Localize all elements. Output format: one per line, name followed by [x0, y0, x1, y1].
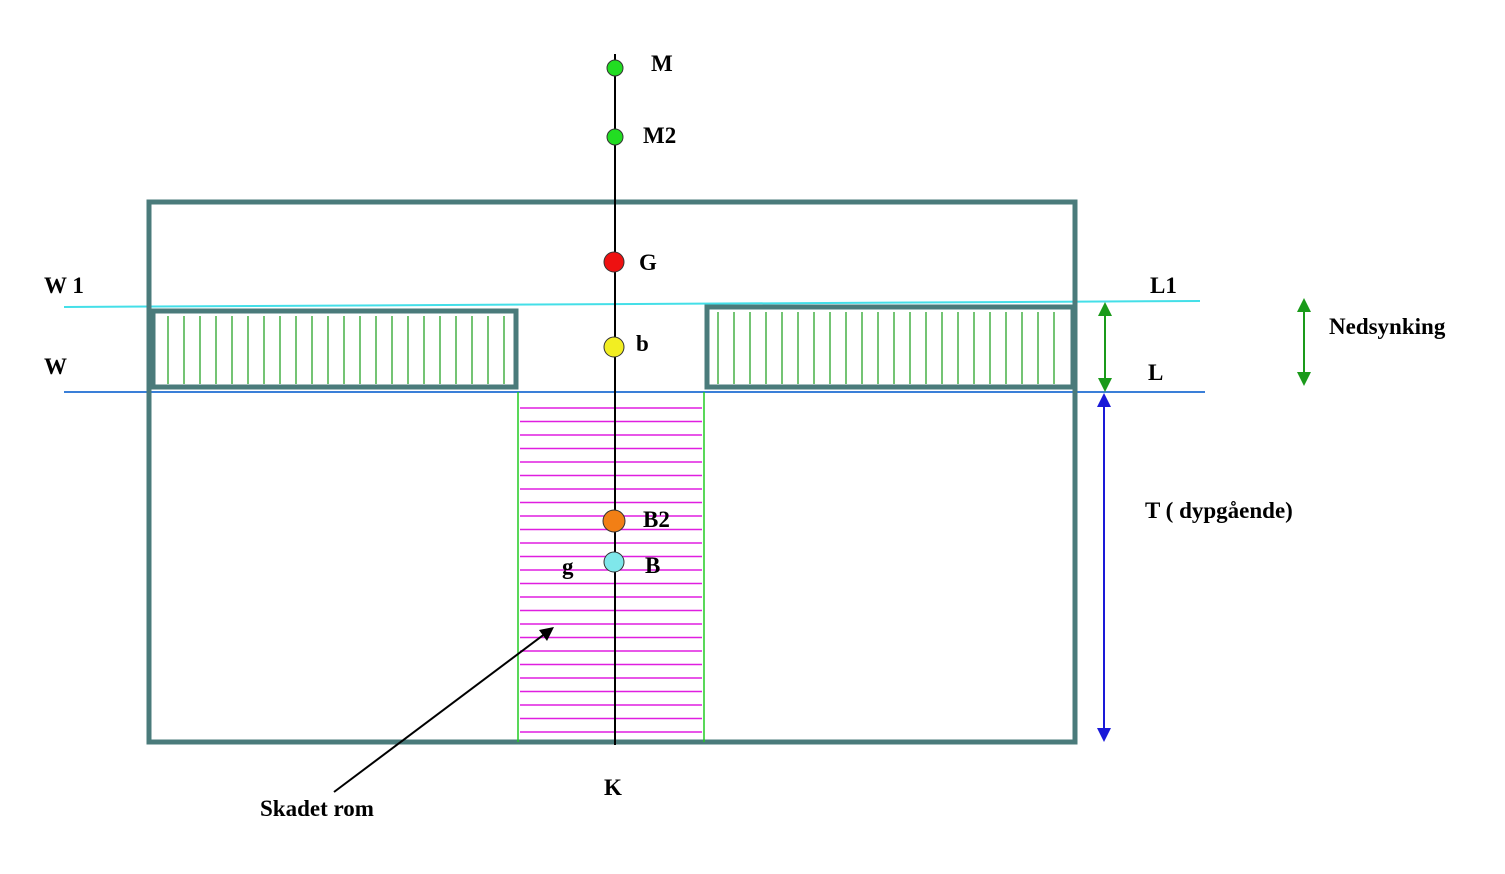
label-k: K: [604, 775, 622, 800]
point-b2: [602, 509, 626, 533]
point-b: [603, 551, 625, 573]
legend-sinkage-arrow: [1297, 298, 1311, 386]
point-m: [606, 59, 624, 77]
label-damaged-compartment: Skadet rom: [260, 796, 374, 821]
damaged-compartment-hatching: [520, 407, 702, 733]
sinkage-arrow: [1098, 302, 1112, 392]
hull-outline: [146, 199, 1078, 745]
label-m2: M2: [643, 123, 676, 148]
label-g-small: g: [562, 554, 574, 579]
left-buoyancy-hatching: [167, 316, 505, 384]
damaged-compartment-pointer: [333, 627, 554, 793]
label-b-small: b: [636, 331, 649, 356]
right-buoyancy-hatching: [717, 312, 1055, 384]
point-m2: [606, 128, 624, 146]
label-g: G: [639, 250, 657, 275]
label-w: W: [44, 354, 67, 379]
label-w1: W 1: [44, 273, 84, 298]
point-b-small: [603, 336, 625, 358]
waterline-w1-l1: [63, 300, 1201, 308]
label-b: B: [645, 553, 660, 578]
label-l1: L1: [1150, 273, 1177, 298]
label-draught: T ( dypgående): [1145, 498, 1293, 523]
label-m: M: [651, 51, 673, 76]
left-buoyancy-box: [150, 308, 519, 390]
point-g: [603, 251, 625, 273]
right-buoyancy-box: [704, 304, 1076, 390]
draught-arrow: [1097, 393, 1111, 742]
label-b2: B2: [643, 507, 670, 532]
label-l: L: [1148, 360, 1163, 385]
label-nedsynking: Nedsynking: [1329, 314, 1446, 339]
